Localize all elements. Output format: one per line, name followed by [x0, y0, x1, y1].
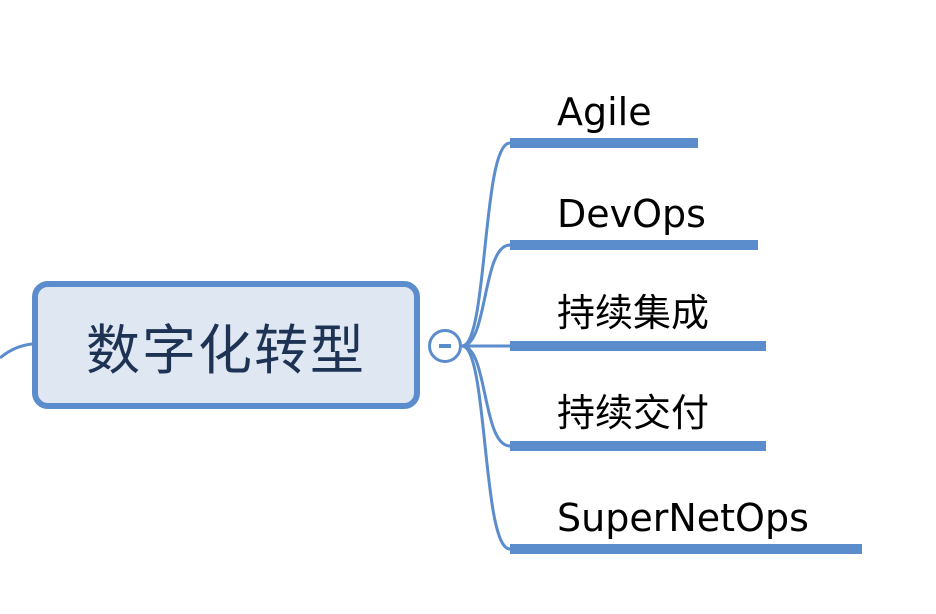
branch-label: DevOps	[557, 192, 706, 236]
connector-agile	[461, 141, 511, 348]
branch-label: 持续集成	[557, 291, 710, 335]
branch-topic-continuous-delivery[interactable]: 持续交付	[510, 363, 766, 451]
branch-topic-continuous-integration[interactable]: 持续集成	[510, 263, 766, 351]
collapse-toggle-button[interactable]	[428, 329, 462, 363]
central-topic[interactable]: 数字化转型	[32, 281, 420, 409]
branch-underline	[510, 138, 698, 148]
branch-label: Agile	[557, 90, 652, 134]
branch-underline	[510, 341, 766, 351]
branch-label: SuperNetOps	[557, 496, 809, 540]
branch-label: 持续交付	[557, 391, 710, 435]
branch-underline	[510, 240, 758, 250]
branch-topic-supernetops[interactable]: SuperNetOps	[510, 466, 862, 554]
connector-continuous-delivery	[461, 344, 511, 448]
central-topic-label: 数字化转型	[86, 318, 366, 382]
connector-supernetops	[461, 344, 511, 551]
branch-topic-agile[interactable]: Agile	[510, 60, 698, 148]
branch-underline	[510, 544, 862, 554]
minus-icon	[439, 344, 451, 348]
incoming-connector	[0, 342, 33, 360]
branch-underline	[510, 441, 766, 451]
branch-topic-devops[interactable]: DevOps	[510, 162, 758, 250]
connector-devops	[461, 243, 511, 348]
